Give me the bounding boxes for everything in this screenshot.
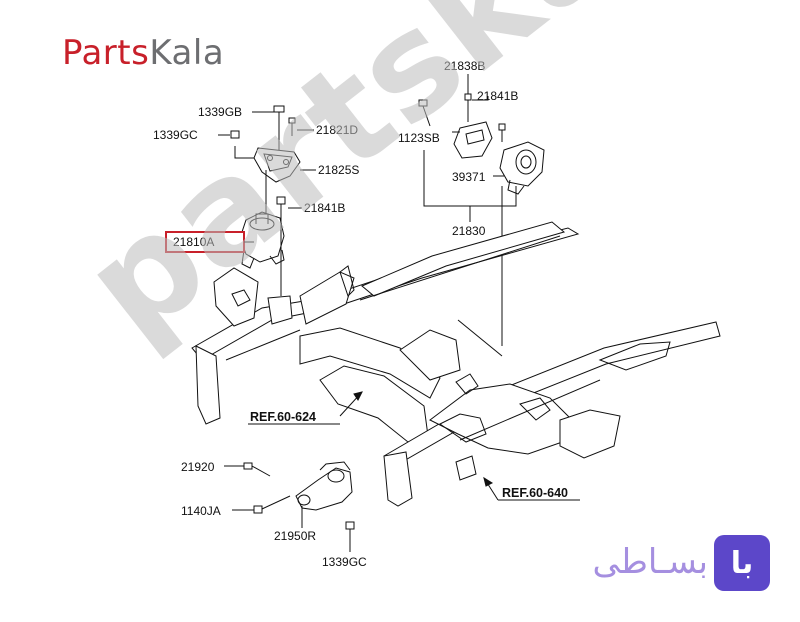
label-21821d: 21821D xyxy=(316,123,358,137)
bolt-21841b-right xyxy=(498,123,506,142)
label-1339gc-bottom: 1339GC xyxy=(322,555,367,569)
subframe xyxy=(191,221,721,507)
label-21830: 21830 xyxy=(452,224,486,238)
bolt-21841b-left xyxy=(276,196,286,214)
label-21810a: 21810A xyxy=(173,235,214,249)
label-1140ja: 1140JA xyxy=(181,504,221,518)
engine-mount-21810a xyxy=(239,211,285,269)
bolt-21920 xyxy=(243,462,271,477)
label-21920: 21920 xyxy=(181,460,215,474)
label-21838b: 21838B xyxy=(444,59,485,73)
label-1123sb: 1123SB xyxy=(398,131,440,145)
basati-logo-text: بسـاطی xyxy=(592,542,708,582)
bolt-1123sb xyxy=(418,99,431,127)
label-21950r: 21950R xyxy=(274,529,316,543)
bolt-21821d xyxy=(288,117,296,136)
bracket-39371 xyxy=(453,121,493,159)
brand-logo-part2: Kala xyxy=(149,33,225,73)
label-21841b-left: 21841B xyxy=(304,201,345,215)
nut-1339gc-bottom xyxy=(345,521,355,530)
brand-logo-part1: Parts xyxy=(62,33,150,73)
bolt-21838b xyxy=(464,93,472,122)
label-39371: 39371 xyxy=(452,170,486,184)
brand-logo: PartsKala xyxy=(62,36,224,70)
label-1339gc-top: 1339GC xyxy=(153,128,198,142)
bolt-1339gb xyxy=(273,105,285,120)
bracket-21825s xyxy=(253,147,301,183)
nut-1339gc-top xyxy=(230,130,240,139)
label-1339gb: 1339GB xyxy=(198,105,242,119)
roll-rod-21950r xyxy=(295,461,353,511)
label-21825s: 21825S xyxy=(318,163,359,177)
bolt-1140ja xyxy=(253,495,291,514)
basati-logo-icon-text: با xyxy=(730,545,754,581)
mount-housing-21830 xyxy=(499,141,545,195)
label-21841b-right: 21841B xyxy=(477,89,518,103)
label-ref-60-624: REF.60-624 xyxy=(250,410,316,424)
label-ref-60-640: REF.60-640 xyxy=(502,486,568,500)
basati-logo-icon: با xyxy=(714,535,770,591)
